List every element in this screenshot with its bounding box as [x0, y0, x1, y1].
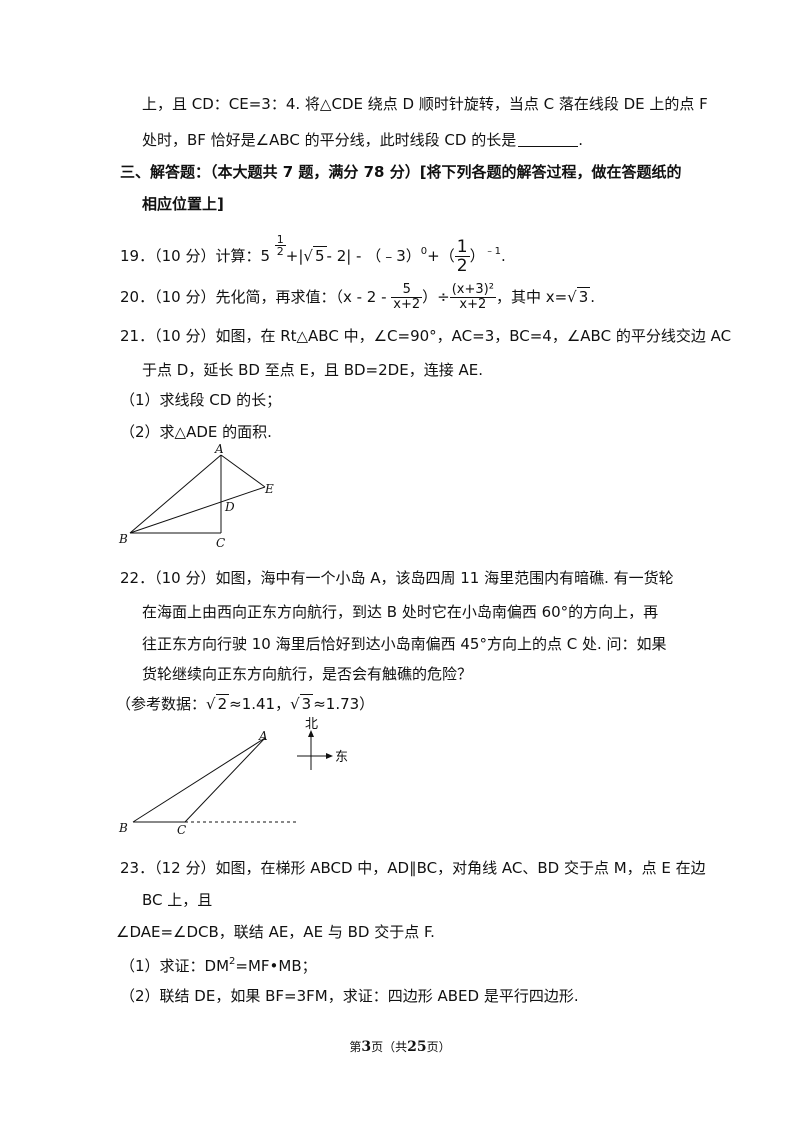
q22-figure: A B C 北 东 [118, 717, 348, 837]
q22-line3: 往正东方向行驶 10 海里后恰好到达小岛南偏西 45°方向上的点 C 处. 问：… [142, 635, 667, 653]
q21-part1: （1）求线段 CD 的长； [120, 391, 282, 409]
q23-part1: （1）求证：DM2=MF•MB； [120, 952, 317, 976]
q22-ref-sqrt2: 2 [215, 694, 230, 713]
segment-ab [129, 454, 222, 534]
q19-number: 19． [120, 247, 155, 265]
q22-line4: 货轮继续向正东方向航行，是否会有触礁的危险？ [142, 665, 473, 683]
segment-ac [184, 737, 266, 823]
footer-mid: 页（共 [371, 1040, 408, 1054]
label-c: C [177, 823, 186, 837]
label-b: B [118, 532, 128, 546]
east-arrow-icon [326, 753, 333, 759]
q23-line3: ∠DAE=∠DCB，联结 AE，AE 与 BD 交于点 F. [116, 923, 435, 941]
q19-score: （10 分）计算：5 [154, 247, 270, 265]
q19-end: . [500, 247, 506, 265]
q22-ref-prefix: （参考数据： [116, 695, 207, 713]
q23-part1-prefix: （1）求证：DM [120, 957, 230, 975]
q22-line2: 在海面上由西向正东方向航行，到达 B 处时它在小岛南偏西 60°的方向上，再 [142, 603, 659, 621]
segment-be [129, 486, 266, 534]
footer-page: 3 [361, 1039, 372, 1055]
q22-line1: 22．（10 分）如图，海中有一个小岛 A，该岛四周 11 海里范围内有暗礁. … [120, 569, 674, 587]
q23-line2: BC 上，且 [142, 891, 213, 909]
segment-ab [132, 737, 266, 823]
q18-line2-text: 处时，BF 恰好是∠ABC 的平分线，此时线段 CD 的长是 [142, 131, 517, 149]
q21-line1: 21．（10 分）如图，在 Rt△ABC 中，∠C=90°，AC=3，BC=4，… [120, 327, 732, 345]
q22-reference: （参考数据：√2≈1.41，√3≈1.73） [116, 694, 375, 713]
label-b: B [118, 821, 128, 835]
label-a: A [258, 729, 268, 743]
q19-mid3: +（ [427, 247, 455, 265]
label-a: A [214, 442, 224, 456]
q23-line1: 23．（12 分）如图，在梯形 ABCD 中，AD∥BC，对角线 AC、BD 交… [120, 859, 706, 877]
q20-number: 20． [120, 288, 155, 306]
q22-ref-sqrt3: 3 [299, 694, 314, 713]
q19-neg-exp: ﹣1 [484, 246, 501, 257]
footer-suffix: 页） [426, 1040, 451, 1054]
q20-div: ）÷ [422, 288, 450, 306]
q20-sqrt3: 3 [576, 287, 591, 306]
q19-mid1: +| [285, 247, 304, 265]
q21-line2: 于点 D，延长 BD 至点 E，且 BD=2DE，连接 AE. [142, 361, 483, 379]
q18-line2: 处时，BF 恰好是∠ABC 的平分线，此时线段 CD 的长是. [142, 130, 583, 150]
q23-part1-suffix: =MF•MB； [235, 957, 317, 975]
north-arrow-icon [308, 730, 314, 737]
label-north: 北 [305, 717, 318, 732]
q23-part1-sup: 2 [229, 956, 236, 967]
label-c: C [216, 536, 225, 550]
q23-part2: （2）联结 DE，如果 BF=3FM，求证：四边形 ABED 是平行四边形. [120, 987, 579, 1005]
answer-blank [518, 132, 579, 147]
q19-mid4: ） [469, 247, 485, 265]
section3-subtitle: 相应位置上] [142, 195, 224, 213]
q19-zero-exp: 0 [420, 246, 428, 257]
segment-ae [220, 454, 266, 488]
footer-prefix: 第 [349, 1040, 362, 1054]
footer-total: 25 [407, 1039, 427, 1055]
q20-tail: ，其中 x= [495, 288, 568, 306]
q21-part2: （2）求△ADE 的面积. [120, 423, 272, 441]
label-e: E [264, 482, 274, 496]
q19-mid2: - 2| - （﹣3） [326, 247, 421, 265]
q22-ref-val2: ≈1.73） [313, 695, 375, 713]
section3-title: 三、解答题：（本大题共 7 题，满分 78 分）[将下列各题的解答过程，做在答题… [120, 163, 682, 181]
label-east: 东 [335, 750, 348, 765]
page-footer: 第3页（共25页） [0, 1038, 800, 1055]
q20-end: . [590, 288, 596, 306]
q19-sqrt5: 5 [312, 246, 327, 265]
q18-line1: 上，且 CD：CE=3：4. 将△CDE 绕点 D 顺时针旋转，当点 C 落在线… [142, 95, 708, 113]
label-d: D [224, 500, 235, 514]
q20-score: （10 分）先化简，再求值：（x - 2 - [154, 288, 387, 306]
q18-line2-end: . [578, 131, 584, 149]
q22-ref-val1: ≈1.41， [229, 695, 291, 713]
q21-figure: A B C D E [118, 442, 274, 550]
